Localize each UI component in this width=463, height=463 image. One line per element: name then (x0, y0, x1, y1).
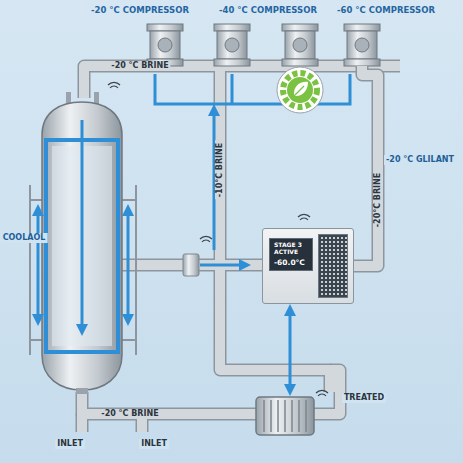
fan-grille (318, 234, 348, 298)
pipe-outline (82, 66, 400, 432)
pipe-label: COOLAOL (1, 233, 48, 243)
pipe-label: TREATED (342, 393, 386, 403)
compressor-label: -40 °C COMPRESSOR (219, 5, 317, 15)
pipe-label-vertical: -20°C BRINE (373, 171, 383, 230)
compressors (147, 24, 380, 66)
pipe-label-vertical: -10°C BRINE (215, 141, 225, 200)
stage-status: STAGE 3 ACTIVE (274, 242, 308, 256)
status-display: STAGE 3 ACTIVE -60.0°C (269, 238, 313, 271)
wireless-icons (108, 82, 328, 396)
valve (183, 254, 199, 276)
compressor-label: -20 °C COMPRESSOR (91, 5, 189, 15)
pipe-label: -20 °C BRINE (99, 409, 160, 419)
chiller-unit: STAGE 3 ACTIVE -60.0°C (262, 228, 354, 304)
compressor-label: -60 °C COMPRESSOR (337, 5, 435, 15)
compressor: -20 °C COMPRESSOR (147, 24, 183, 66)
compressor: -60 °C COMPRESSOR (344, 24, 380, 66)
compressor: -40 °C COMPRESSOR (282, 24, 318, 66)
pipe-outline (354, 66, 378, 266)
coolant-pipe (354, 66, 378, 266)
eco-gear-icon (277, 67, 323, 113)
pipe-label: INLET (55, 439, 85, 449)
pipe-label: INLET (139, 439, 169, 449)
temperature-readout: -60.0°C (274, 258, 308, 267)
pipe (82, 66, 400, 432)
pipe-label: -20 °C GLILANT (384, 155, 456, 165)
pipe-label: -20 °C BRINE (109, 61, 170, 71)
vessel (30, 92, 136, 394)
heat-exchanger (256, 397, 314, 435)
